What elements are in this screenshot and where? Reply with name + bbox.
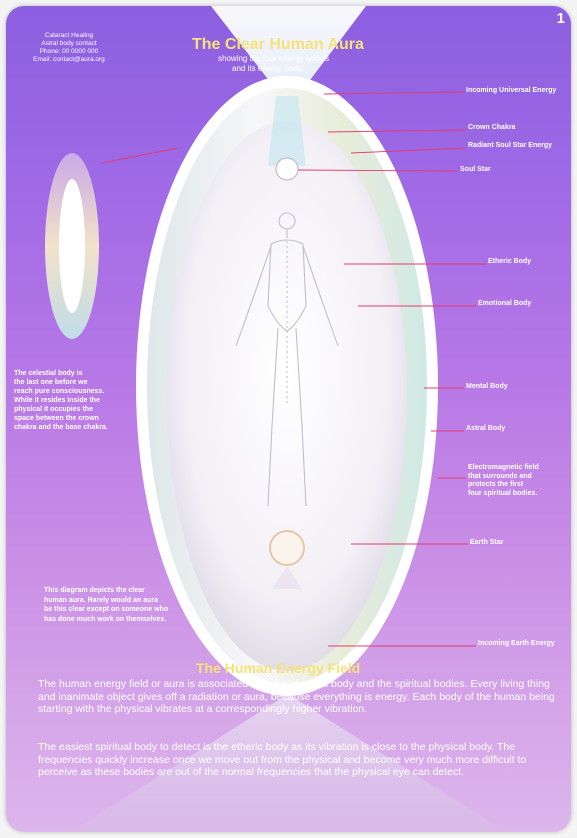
label-crown-chakra: Crown Chakra xyxy=(468,124,515,131)
label-electromagnetic-field: Electromagnetic field that surrounds and… xyxy=(468,464,539,498)
credit-line: Cataract Healing xyxy=(26,32,112,40)
em-line: that surrounds and xyxy=(468,473,539,482)
note-line: human aura. Rarely would an aura xyxy=(44,596,204,606)
credit-line: Phone: 00 0000 000 xyxy=(26,48,112,56)
note-line: be this clear except on someone who xyxy=(44,605,204,615)
soul-star xyxy=(276,158,298,180)
label-incoming-universal: Incoming Universal Energy xyxy=(466,87,556,94)
label-emotional-body: Emotional Body xyxy=(478,300,531,307)
note-line: chakra and the base chakra. xyxy=(14,423,139,432)
label-incoming-earth: Incoming Earth Energy xyxy=(478,640,555,647)
note-line: space between the crown xyxy=(14,414,139,423)
credit-line: Email: contact@aura.org xyxy=(26,56,112,64)
label-astral-body: Astral Body xyxy=(466,425,505,432)
em-line: protects the first xyxy=(468,481,539,490)
label-mental-body: Mental Body xyxy=(466,383,508,390)
credit-line: Astral body contact xyxy=(26,40,112,48)
energy-field-heading: The Human Energy Field xyxy=(196,660,360,676)
energy-field-paragraph-1: The human energy field or aura is associ… xyxy=(38,678,564,716)
note-line: has done much work on themselves. xyxy=(44,615,204,625)
page-number: 1 xyxy=(557,10,565,27)
diagram-title: The Clear Human Aura xyxy=(192,36,364,54)
label-radiant-soul-star: Radiant Soul Star Energy xyxy=(468,142,552,149)
label-soul-star: Soul Star xyxy=(460,166,491,173)
note-line: the last one before we xyxy=(14,378,139,387)
em-line: four spiritual bodies. xyxy=(468,490,539,499)
note-line: physical it occupies the xyxy=(14,405,139,414)
energy-field-paragraph-2: The easiest spiritual body to detect is … xyxy=(38,741,564,779)
diagram-note: This diagram depicts the clear human aur… xyxy=(44,586,204,624)
earth-star xyxy=(270,531,304,565)
label-earth-star: Earth Star xyxy=(470,539,503,546)
label-etheric-body: Etheric Body xyxy=(488,258,531,265)
em-line: Electromagnetic field xyxy=(468,464,539,473)
note-line: This diagram depicts the clear xyxy=(44,586,204,596)
credits-block: Cataract Healing Astral body contact Pho… xyxy=(26,32,112,64)
celestial-body-note: The celestial body is the last one befor… xyxy=(14,369,139,432)
note-line: reach pure consciousness. xyxy=(14,387,139,396)
aura-poster: 1 Cataract Healing Astral body contact P… xyxy=(6,6,571,832)
note-line: The celestial body is xyxy=(14,369,139,378)
diagram-subtitle-1: showing the four energy bodies xyxy=(218,54,329,63)
diagram-subtitle-2: and its energy body. xyxy=(232,64,303,73)
note-line: While it resides inside the xyxy=(14,396,139,405)
